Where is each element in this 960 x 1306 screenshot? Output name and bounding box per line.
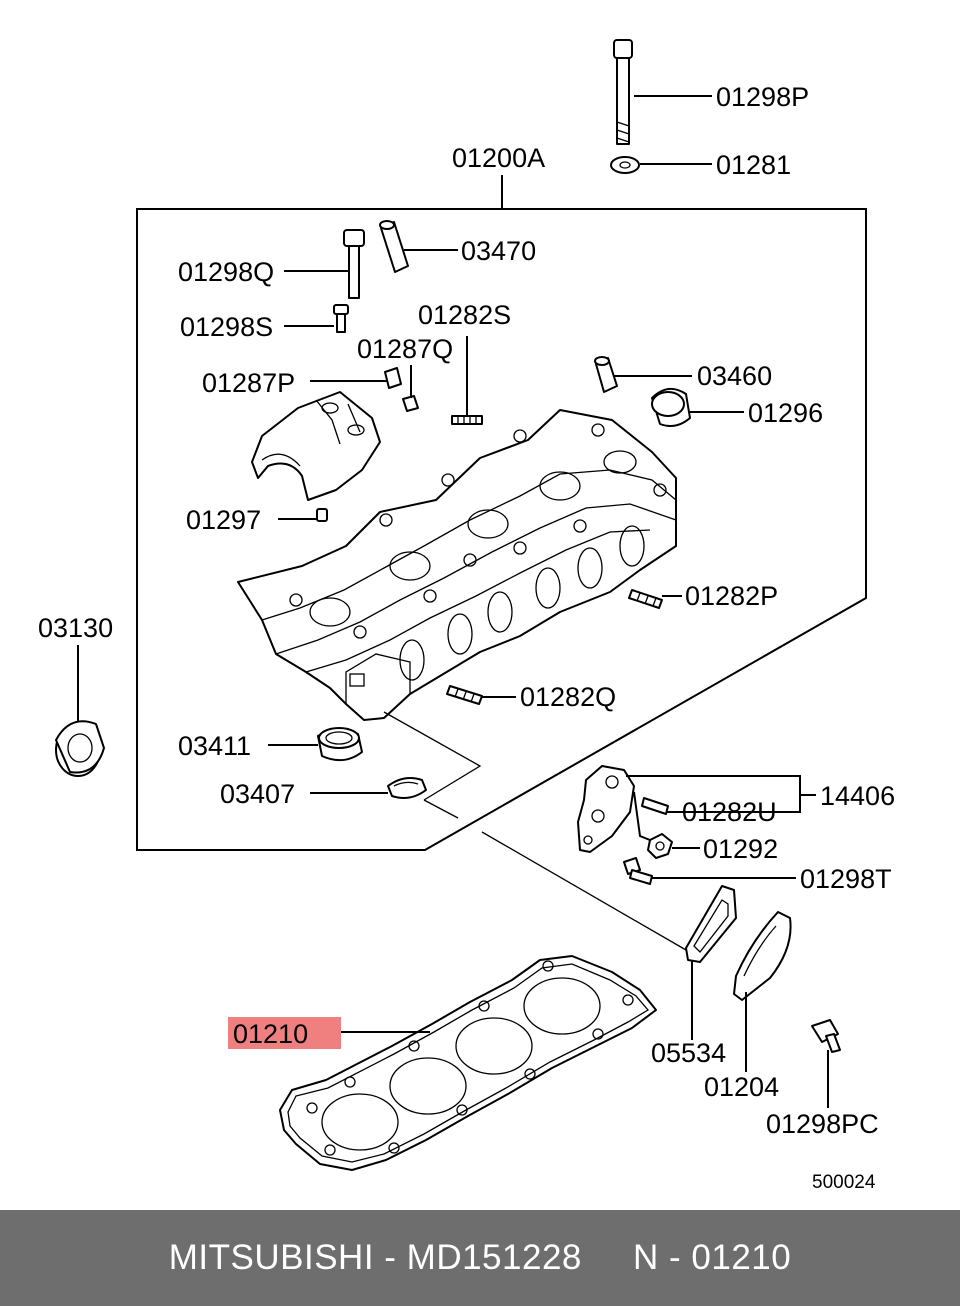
footer-bar: MITSUBISHI - MD151228 N - 01210 (0, 1210, 960, 1306)
stud-01282Q-icon (446, 685, 483, 705)
highlight-01210 (228, 1017, 341, 1049)
stud-01282P-icon (628, 589, 663, 609)
part-number-caption: MITSUBISHI - MD151228 N - 01210 (168, 1238, 792, 1277)
cylinder-head-icon (237, 409, 677, 721)
seal-03411-icon (317, 727, 363, 762)
bolt-01298T-icon (623, 857, 653, 885)
label-01282U: 01282U (682, 797, 777, 827)
label-01298P: 01298P (716, 82, 809, 112)
bracket-14406-icon (577, 765, 635, 853)
bolt-01298PC-icon (811, 1019, 841, 1053)
bolt-01298S-icon (333, 304, 349, 333)
guide-03460-icon (594, 356, 618, 393)
label-01296: 01296 (748, 398, 823, 428)
assembly-frame (136, 208, 867, 851)
plug-01296-icon (651, 387, 691, 427)
label-03470: 03470 (461, 236, 536, 266)
bolt-01298P-icon (613, 39, 633, 145)
stud-01282U-icon (641, 797, 669, 815)
bearing-cap-icon (251, 391, 381, 501)
sleeve-03470-icon (379, 220, 409, 273)
label-01282S: 01282S (418, 300, 511, 330)
head-gasket-01210-icon (279, 955, 657, 1171)
label-01210: 01210 (233, 1019, 308, 1049)
oil-seal-03130-icon (55, 720, 105, 777)
label-03411: 03411 (178, 731, 251, 761)
cover-01204-icon (733, 911, 792, 1001)
label-01297: 01297 (186, 505, 261, 535)
cap-01287P-icon (384, 367, 402, 389)
reference-number: 500024 (812, 1172, 876, 1193)
stud-01282S-icon (451, 415, 483, 425)
bolt-01298Q-icon (343, 229, 365, 299)
gasket-05534-icon (685, 885, 737, 963)
label-01200A: 01200A (452, 143, 545, 173)
label-14406: 14406 (820, 781, 895, 811)
label-01292: 01292 (703, 834, 778, 864)
label-01282P: 01282P (685, 581, 778, 611)
label-01298Q: 01298Q (178, 257, 274, 287)
label-01287Q: 01287Q (357, 334, 453, 364)
label-01298PC: 01298PC (766, 1109, 879, 1139)
label-01287P: 01287P (202, 368, 295, 398)
label-01298T: 01298T (800, 864, 892, 894)
label-03130: 03130 (38, 613, 113, 643)
label-01204: 01204 (704, 1072, 779, 1102)
nut-01292-icon (647, 833, 673, 859)
label-03460: 03460 (697, 361, 772, 391)
pin-01297-icon (316, 508, 328, 522)
label-03407: 03407 (220, 779, 295, 809)
washer-01281-icon (610, 156, 640, 174)
label-01282Q: 01282Q (520, 682, 616, 712)
pin-01287Q-icon (402, 395, 419, 412)
label-01298S: 01298S (180, 312, 273, 342)
exploded-parts-diagram: 01298P 01281 01200A 03470 01298Q 01282S … (38, 39, 895, 1193)
label-01281: 01281 (716, 150, 791, 180)
gasket-03407-icon (387, 777, 427, 799)
label-05534: 05534 (651, 1038, 726, 1068)
